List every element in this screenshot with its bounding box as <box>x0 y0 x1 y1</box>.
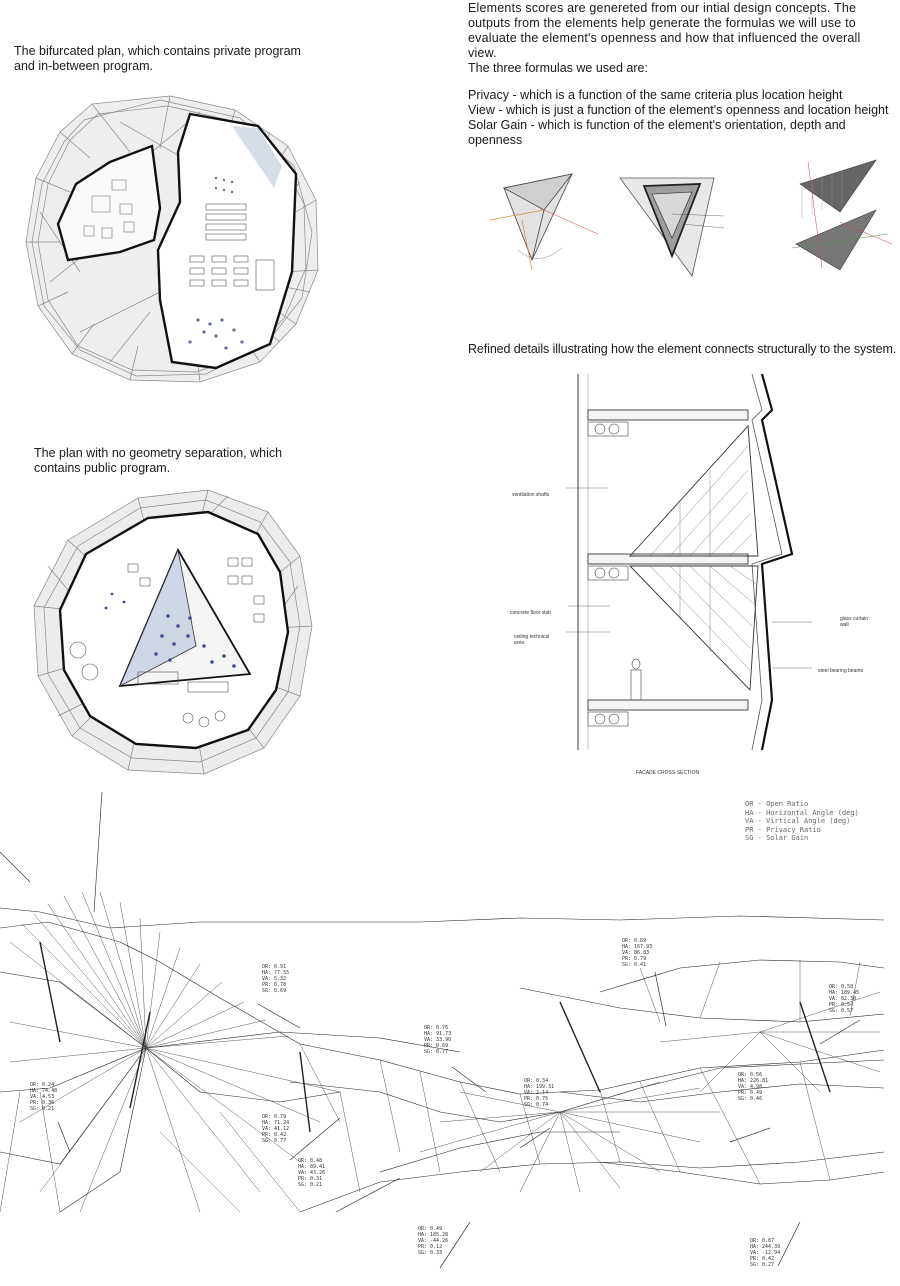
score-ha: HA: 91.73 <box>424 1031 452 1037</box>
score-tag: OR: 0.91 HA: 77.55 VA: 5.32 PR: 0.78 SG:… <box>262 964 289 994</box>
score-or: OR: 0.69 <box>622 938 647 944</box>
legend-or: OR - Open Ratio <box>745 800 809 808</box>
score-or: OR: 0.56 <box>738 1072 763 1078</box>
legend: OR - Open Ratio HA - Horizontal Angle (d… <box>745 800 859 843</box>
score-ha: HA: 199.31 <box>524 1084 555 1090</box>
open-plan-drawing <box>33 489 313 775</box>
score-tag: OR: 0.58 HA: 189.45 VA: 82.30 PR: 0.54 S… <box>829 984 859 1014</box>
label-ceiling: ceiling technical area <box>514 634 550 646</box>
formula-privacy: Privacy - which is a function of the sam… <box>468 88 843 102</box>
score-tag: OR: 0.87 HA: 244.39 VA: -12.94 PR: 0.42 … <box>750 1238 780 1268</box>
score-sg: SG: 0.21 <box>30 1106 55 1112</box>
score-pr: PR: 0.49 <box>738 1090 763 1096</box>
score-sg: SG: 0.41 <box>622 962 647 968</box>
score-ha: HA: 189.45 <box>829 990 860 996</box>
label-slab: concrete floor slab <box>510 610 551 616</box>
legend-pr: PR - Privacy Ratio <box>745 825 821 834</box>
score-pr: PR: 0.42 <box>750 1256 775 1262</box>
score-pr: PR: 0.69 <box>424 1043 449 1049</box>
score-tag: OR: 0.56 HA: 226.81 VA: 4.98 PR: 0.49 SG… <box>738 1072 768 1102</box>
score-sg: SG: 0.77 <box>262 1138 287 1144</box>
score-pr: PR: 0.36 <box>30 1100 55 1106</box>
score-sg: SG: 0.57 <box>829 1008 854 1014</box>
score-sg: SG: 0.74 <box>524 1102 549 1108</box>
label-curtain: glass curtain wall <box>840 616 869 628</box>
score-tag: OR: 0.49 HA: 185.20 VA: -44.26 PR: 0.12 … <box>418 1226 448 1256</box>
score-ha: HA: 244.39 <box>750 1244 781 1250</box>
score-pr: PR: 0.79 <box>622 956 647 962</box>
bifurcated-plan-drawing <box>25 95 319 383</box>
score-ha: HA: 77.55 <box>262 970 290 976</box>
score-ha: HA: 74.48 <box>30 1088 58 1094</box>
caption-bifurcated-plan: The bifurcated plan, which contains priv… <box>14 44 301 73</box>
score-tag: OR: 0.79 HA: 71.24 VA: 41.12 PR: 0.42 SG… <box>262 1114 289 1144</box>
score-ha: HA: 167.93 <box>622 944 653 950</box>
score-or: OR: 0.49 <box>418 1226 443 1232</box>
score-or: OR: 0.76 <box>424 1025 449 1031</box>
score-va: VA: 5.32 <box>262 976 287 982</box>
score-pr: PR: 0.42 <box>262 1132 287 1138</box>
score-va: VA: 4.98 <box>738 1084 763 1090</box>
score-ha: HA: 89.41 <box>298 1164 326 1170</box>
score-pr: PR: 0.12 <box>418 1244 443 1250</box>
score-va: VA: -12.94 <box>750 1250 781 1256</box>
score-or: OR: 0.58 <box>829 984 854 990</box>
score-or: OR: 0.48 <box>298 1158 323 1164</box>
score-tag: OR: 0.48 HA: 89.41 VA: 43.26 PR: 0.31 SG… <box>298 1158 325 1188</box>
legend-sg: SG - Solar Gain <box>745 834 809 843</box>
score-va: VA: 2.14 <box>524 1090 549 1096</box>
element-diagram-privacy <box>489 173 599 271</box>
score-or: OR: 0.79 <box>262 1114 287 1120</box>
score-sg: SG: 0.77 <box>424 1049 449 1055</box>
score-va: VA: 4.53 <box>30 1094 55 1100</box>
facade-elevation-wireframe <box>0 792 885 1269</box>
caption-elements-intro: Elements scores are genereted from our i… <box>468 1 861 60</box>
score-va: VA: 43.26 <box>298 1170 326 1176</box>
score-pr: PR: 0.78 <box>262 982 287 988</box>
score-tag: OR: 0.69 HA: 167.93 VA: 86.83 PR: 0.79 S… <box>622 938 652 968</box>
score-ha: HA: 185.20 <box>418 1232 449 1238</box>
label-beams: steel bearing beams <box>818 668 864 674</box>
section-title: FACADE CROSS-SECTION <box>636 770 700 776</box>
formula-solar: Solar Gain - which is function of the el… <box>468 118 846 147</box>
element-diagram-solar <box>791 159 893 271</box>
facade-cross-section <box>566 373 812 751</box>
score-or: OR: 0.87 <box>750 1238 775 1244</box>
score-sg: SG: 0.33 <box>418 1250 443 1256</box>
score-va: VA: 86.83 <box>622 950 650 956</box>
score-pr: PR: 0.31 <box>298 1176 323 1182</box>
score-sg: SG: 0.21 <box>298 1182 323 1188</box>
score-or: OR: 0.34 <box>524 1078 549 1084</box>
score-va: VA: 82.30 <box>829 996 857 1002</box>
score-va: VA: 33.90 <box>424 1037 452 1043</box>
score-pr: PR: 0.75 <box>524 1096 549 1102</box>
caption-open-plan: The plan with no geometry separation, wh… <box>34 446 283 475</box>
legend-va: VA - Virtical Angle (deg) <box>745 817 851 826</box>
label-ventilation: ventilation shafts <box>512 492 550 498</box>
score-sg: SG: 0.46 <box>738 1096 763 1102</box>
score-tag: OR: 0.76 HA: 91.73 VA: 33.90 PR: 0.69 SG… <box>424 1025 451 1055</box>
score-tag: OR: 0.24 HA: 74.48 VA: 4.53 PR: 0.36 SG:… <box>30 1082 57 1112</box>
score-va: VA: 41.12 <box>262 1126 290 1132</box>
score-ha: HA: 71.24 <box>262 1120 290 1126</box>
score-pr: PR: 0.54 <box>829 1002 854 1008</box>
caption-formulas-heading: The three formulas we used are: <box>468 61 648 75</box>
score-or: OR: 0.91 <box>262 964 287 970</box>
score-or: OR: 0.24 <box>30 1082 55 1088</box>
formula-view: View - which is just a function of the e… <box>468 103 889 117</box>
score-va: VA: -44.26 <box>418 1238 449 1244</box>
score-ha: HA: 226.81 <box>738 1078 769 1084</box>
caption-refined-details: Refined details illustrating how the ele… <box>468 342 897 356</box>
score-tag: OR: 0.34 HA: 199.31 VA: 2.14 PR: 0.75 SG… <box>524 1078 554 1108</box>
element-diagram-view <box>619 177 725 277</box>
score-sg: SG: 0.69 <box>262 988 287 994</box>
score-sg: SG: 0.27 <box>750 1262 775 1268</box>
legend-ha: HA - Horizontal Angle (deg) <box>745 808 859 817</box>
